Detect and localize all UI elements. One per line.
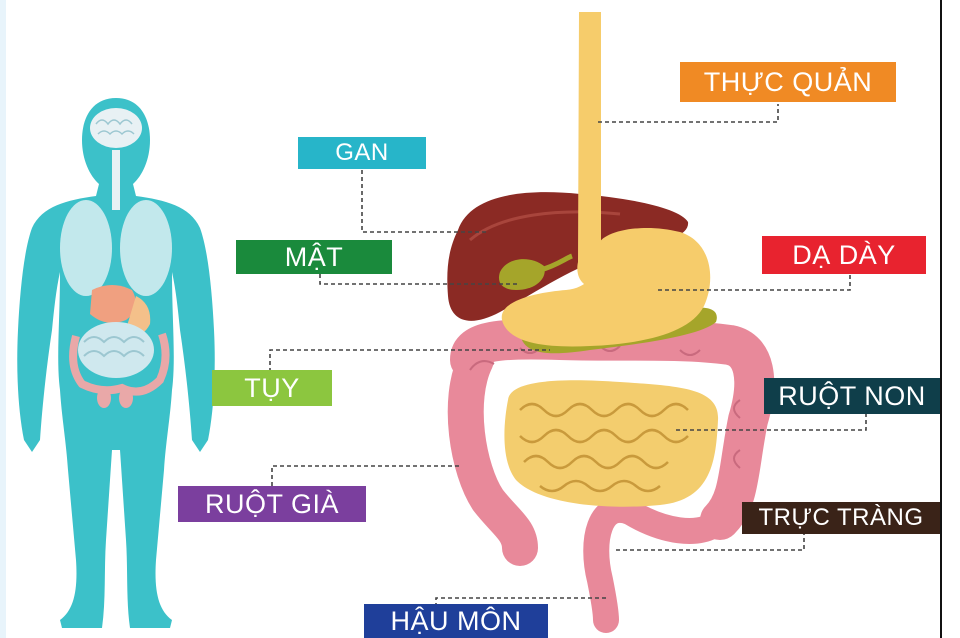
leader-ruot-gia [272,466,462,486]
small-intestine-illustration [504,380,718,506]
label-gan: GAN [298,137,426,169]
label-hau-mon: HẬU MÔN [364,604,548,638]
esophagus-illustration [577,12,604,287]
label-ruot-non: RUỘT NON [764,378,940,414]
label-mat: MẬT [236,240,392,274]
label-thuc-quan: THỰC QUẢN [680,62,896,102]
label-da-day: DẠ DÀY [762,236,926,274]
leader-thuc-quan [598,104,778,122]
label-ruot-gia: RUỘT GIÀ [178,486,366,522]
label-truc-trang: TRỰC TRÀNG [742,502,940,534]
label-tuy: TỤY [212,370,332,406]
human-body-figure [17,98,215,628]
